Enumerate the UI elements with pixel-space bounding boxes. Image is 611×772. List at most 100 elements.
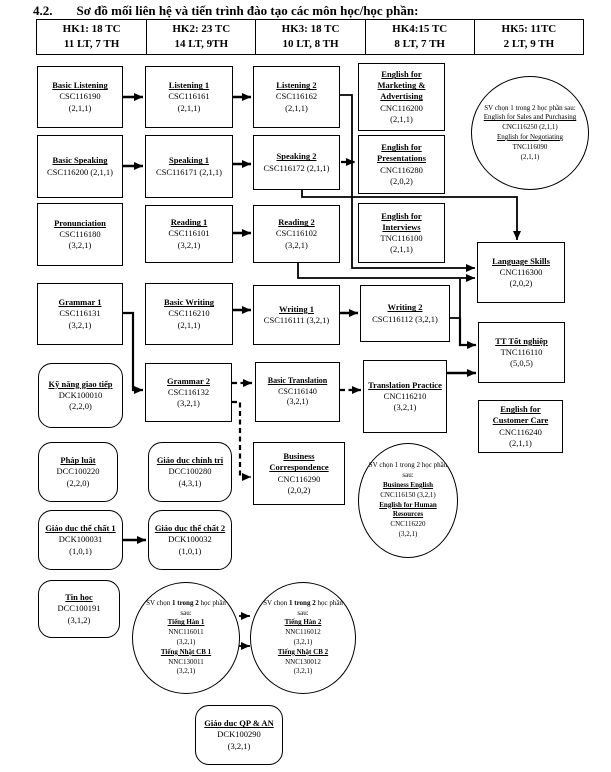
- course-title: Giáo dục thể chất 2: [154, 523, 226, 534]
- arrow-listening2-to-language-skills: [340, 94, 475, 272]
- semester-credits: HK3: 18 TC: [281, 23, 340, 36]
- course-credits: (3,2,1): [176, 667, 196, 676]
- ellipse-han-nhat-2-choice: SV chọn 1 trong 2 học phần sau: Tiếng Hà…: [250, 582, 356, 694]
- course-title: Speaking 2: [276, 151, 317, 162]
- course-title: Tiếng Hàn 1: [167, 618, 205, 627]
- node-translation-practice: Translation Practice CNC116210 (3,2,1): [363, 360, 447, 433]
- course-code: NNC116011: [168, 628, 204, 637]
- course-credits: (2,1,1): [390, 244, 413, 255]
- node-writing1: Writing 1 CSC116111 (3,2,1): [253, 285, 340, 345]
- course-credits: (2,2,0): [66, 477, 90, 488]
- choice-intro-bold: 1 trong 2: [172, 598, 199, 607]
- course-credits: (2,0,2): [390, 175, 413, 186]
- course-code: TNC116110: [500, 346, 543, 357]
- course-title: TT Tốt nghiệp: [495, 335, 548, 346]
- course-code: DCC100191: [57, 603, 101, 614]
- node-writing2: Writing 2 CSC116112 (3,2,1): [360, 285, 450, 342]
- course-credits: (3,2,1): [293, 638, 313, 646]
- course-credits: (3,2,1): [398, 529, 418, 538]
- course-code: CSC116131: [59, 308, 101, 319]
- course-title: Reading 2: [278, 217, 315, 228]
- semester-cell-hk4: HK4:15 TC 8 LT, 7 TH: [364, 20, 474, 54]
- node-basic-speaking: Basic Speaking CSC116200 (2,1,1): [37, 135, 123, 198]
- course-code: DCK100031: [58, 534, 103, 545]
- course-credits: (3,1,2): [67, 614, 91, 625]
- node-business-correspondence: Business Correspondence CNC116290 (2,0,2…: [253, 442, 345, 505]
- course-credits: (2,0,2): [509, 278, 533, 289]
- semester-cell-hk5: HK5: 11TC 2 LT, 9 TH: [473, 20, 583, 54]
- course-code: DCK100290: [217, 729, 261, 740]
- node-gdtc1: Giáo dục thể chất 1 DCK100031 (1,0,1): [38, 510, 123, 570]
- course-title: Giáo dục QP & AN: [204, 718, 274, 729]
- course-title: Basic Translation: [267, 376, 328, 386]
- course-title: English for Marketing & Advertising: [377, 69, 426, 102]
- node-reading2: Reading 2 CSC116102 (3,2,1): [253, 205, 340, 263]
- semester-credits: HK1: 18 TC: [62, 23, 121, 36]
- node-english-customer-care: English for Customer Care CNC116240 (2,1…: [478, 400, 563, 453]
- course-title: Business Correspondence: [269, 451, 329, 473]
- choice-intro-pre: SV chọn: [263, 598, 289, 607]
- course-code: CSC116112 (3,2,1): [372, 313, 438, 324]
- course-code: CSC116132: [167, 386, 210, 397]
- semester-hours: 14 LT, 9TH: [174, 38, 229, 50]
- course-code: CNC116300: [499, 266, 543, 277]
- course-code: DCC100220: [56, 466, 100, 477]
- node-ky-nang-giao-tiep: Kỹ năng giao tiếp DCK100010 (2,2,0): [38, 363, 123, 428]
- course-title: Grammar 2: [166, 375, 211, 386]
- node-listening2: Listening 2 CSC116162 (2,1,1): [253, 66, 340, 128]
- node-listening1: Listening 1 CSC116161 (2,1,1): [145, 66, 233, 128]
- course-credits: (2,1,1): [509, 437, 532, 448]
- course-credits: (3,2,1): [177, 398, 200, 409]
- course-credits: (3,2,1): [285, 239, 308, 250]
- course-code: CSC116190: [59, 91, 101, 102]
- course-credits: (3,2,1): [286, 397, 309, 407]
- node-english-interviews: English for Interviews TNC116100 (2,1,1): [358, 203, 445, 263]
- choice-intro: SV chọn 1 trong 2 học phần sau:: [368, 461, 448, 480]
- semester-header-table: HK1: 18 TC 11 LT, 7 TH HK2: 23 TC 14 LT,…: [36, 19, 584, 55]
- node-language-skills: Language Skills CNC116300 (2,0,2): [477, 242, 565, 303]
- course-code: CSC116200 (2,1,1): [46, 166, 114, 177]
- section-number: 4.2.: [33, 3, 53, 18]
- course-code: DCK100032: [168, 534, 212, 545]
- semester-cell-hk3: HK3: 18 TC 10 LT, 8 TH: [255, 20, 364, 54]
- course-title: Giáo dục chính trị: [156, 455, 224, 466]
- choice-intro-pre: SV chọn: [146, 598, 172, 607]
- course-credits: (2,0,2): [287, 484, 311, 495]
- course-credits: (3,2,1): [176, 638, 196, 646]
- course-title: Kỹ năng giao tiếp: [48, 378, 113, 389]
- course-credits: (2,1,1): [68, 102, 92, 113]
- course-credits: (5,0,5): [510, 358, 533, 369]
- course-title: Writing 2: [387, 302, 423, 313]
- course-code: TNC116100: [380, 233, 423, 243]
- course-credits: (2,1,1): [390, 113, 413, 124]
- course-title: Writing 1: [278, 303, 315, 314]
- course-title: Tiếng Nhật CB 1: [160, 647, 212, 656]
- course-code: CSC116162: [275, 91, 318, 102]
- course-credits: (1,0,1): [69, 545, 92, 556]
- semester-hours: 11 LT, 7 TH: [63, 38, 120, 50]
- course-code: NNC130012: [285, 657, 321, 666]
- course-credits: (2,1,1): [177, 319, 201, 330]
- course-credits: (3,2,1): [68, 319, 92, 330]
- ellipse-sales-negotiating-choice: SV chọn 1 trong 2 học phần sau: English …: [471, 76, 589, 190]
- course-code: CNC116210: [383, 390, 427, 401]
- arrow-grammar1-to-grammar2: [123, 311, 143, 394]
- semester-credits: HK4:15 TC: [392, 23, 448, 36]
- semester-hours: 2 LT, 9 TH: [503, 38, 555, 50]
- section-title-text: Sơ đồ mối liên hệ và tiến trình đào tạo …: [76, 3, 419, 18]
- course-code: CSC116101: [168, 228, 210, 239]
- course-code: NNC116012: [285, 628, 321, 637]
- course-title: English for Customer Care: [492, 404, 549, 426]
- semester-hours: 10 LT, 8 TH: [282, 38, 339, 50]
- node-basic-writing: Basic Writing CSC116210 (2,1,1): [145, 283, 233, 345]
- semester-hours: 8 LT, 7 TH: [394, 38, 445, 50]
- node-grammar1: Grammar 1 CSC116131 (3,2,1): [37, 283, 123, 345]
- course-code: DCK100010: [58, 389, 103, 400]
- arrow-speaking2-to-language-skills-top: [301, 190, 521, 240]
- node-gd-qpan: Giáo dục QP & AN DCK100290 (3,2,1): [195, 705, 283, 765]
- course-code: TNC116090: [512, 142, 548, 151]
- course-code: CNC116200: [380, 102, 423, 113]
- course-title: Speaking 1: [169, 155, 209, 166]
- course-title: English for Human Resources: [379, 500, 437, 519]
- course-title: Tiếng Nhật CB 2: [277, 647, 329, 656]
